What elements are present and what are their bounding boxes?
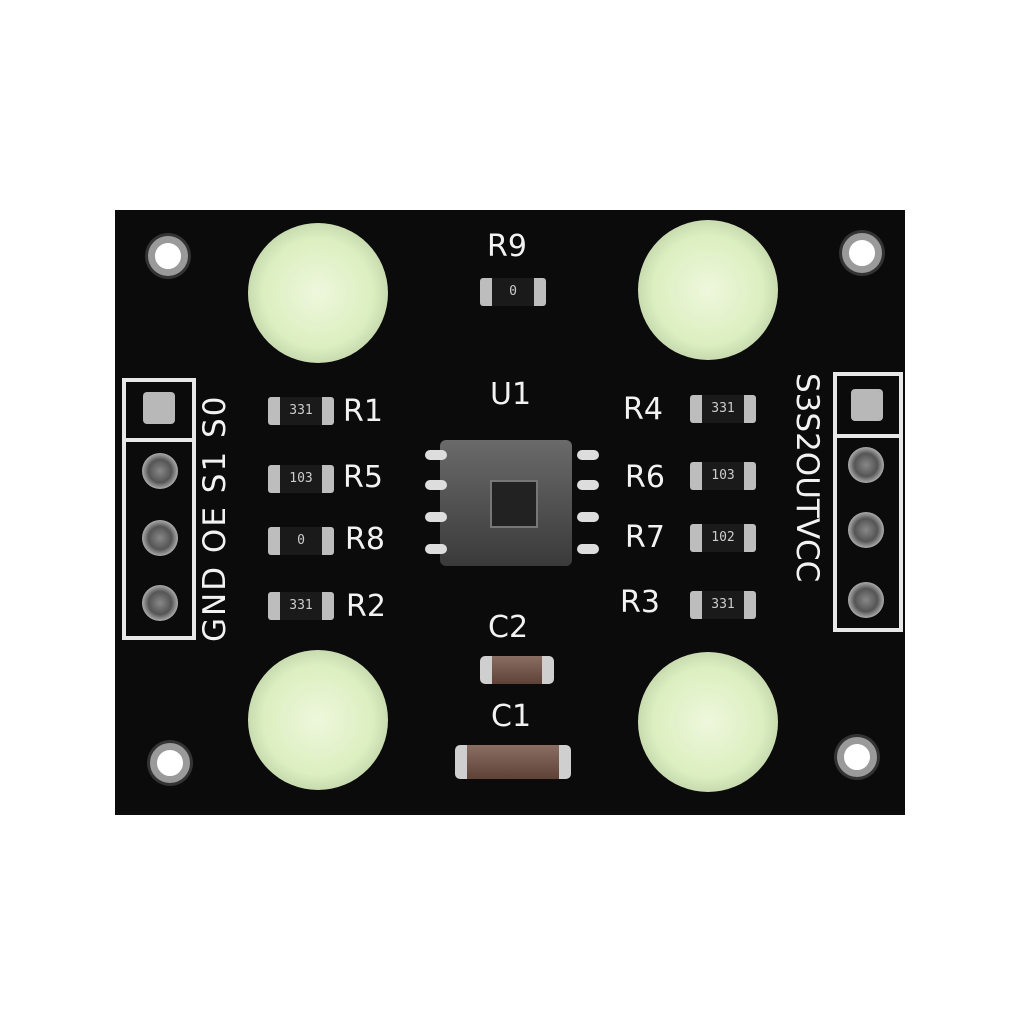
resistor-r7: 102 — [690, 524, 756, 552]
label-c1: C1 — [491, 699, 532, 734]
header-box — [833, 434, 903, 632]
label-r1: R1 — [343, 394, 383, 429]
resistor-r2: 331 — [268, 592, 334, 620]
chip-pin — [425, 544, 447, 554]
left-header-label: GND OE S1 S0 — [197, 394, 233, 642]
led-bottom-left — [248, 650, 388, 790]
mounting-hole — [842, 233, 882, 273]
header-pin-out — [848, 512, 884, 548]
label-r7: R7 — [625, 520, 665, 555]
resistor-r4: 331 — [690, 395, 756, 423]
chip-pin — [425, 512, 447, 522]
chip-pin — [577, 512, 599, 522]
label-r4: R4 — [623, 392, 663, 427]
header-pin-vcc — [848, 582, 884, 618]
label-r5: R5 — [343, 460, 383, 495]
header-pin-gnd — [142, 585, 178, 621]
led-bottom-right — [638, 652, 778, 792]
chip-pin — [425, 480, 447, 490]
capacitor-c2 — [480, 656, 554, 684]
label-r8: R8 — [345, 522, 385, 557]
right-header-label: S3S2OUTVCC — [789, 373, 825, 583]
led-top-left — [248, 223, 388, 363]
chip-pin — [577, 544, 599, 554]
chip-pin — [577, 450, 599, 460]
header-pin-s0 — [143, 392, 175, 424]
label-r2: R2 — [346, 589, 386, 624]
label-r9: R9 — [487, 229, 527, 264]
chip-pin — [577, 480, 599, 490]
resistor-r3: 331 — [690, 591, 756, 619]
photodiode-array — [490, 480, 538, 528]
chip-pin — [425, 450, 447, 460]
label-c2: C2 — [488, 610, 529, 645]
resistor-r6: 103 — [690, 462, 756, 490]
led-top-right — [638, 220, 778, 360]
mounting-hole — [150, 743, 190, 783]
resistor-r9: 0 — [480, 278, 546, 306]
capacitor-c1 — [455, 745, 571, 779]
label-r6: R6 — [625, 460, 665, 495]
resistor-r1: 331 — [268, 397, 334, 425]
header-pin-s2 — [848, 447, 884, 483]
header-pin-oe — [142, 520, 178, 556]
resistor-r8: 0 — [268, 527, 334, 555]
resistor-r5: 103 — [268, 465, 334, 493]
mounting-hole — [148, 236, 188, 276]
label-u1: U1 — [490, 377, 532, 412]
mounting-hole — [837, 737, 877, 777]
header-box — [122, 438, 196, 640]
header-pin-s3 — [851, 389, 883, 421]
label-r3: R3 — [620, 585, 660, 620]
header-pin-s1 — [142, 453, 178, 489]
